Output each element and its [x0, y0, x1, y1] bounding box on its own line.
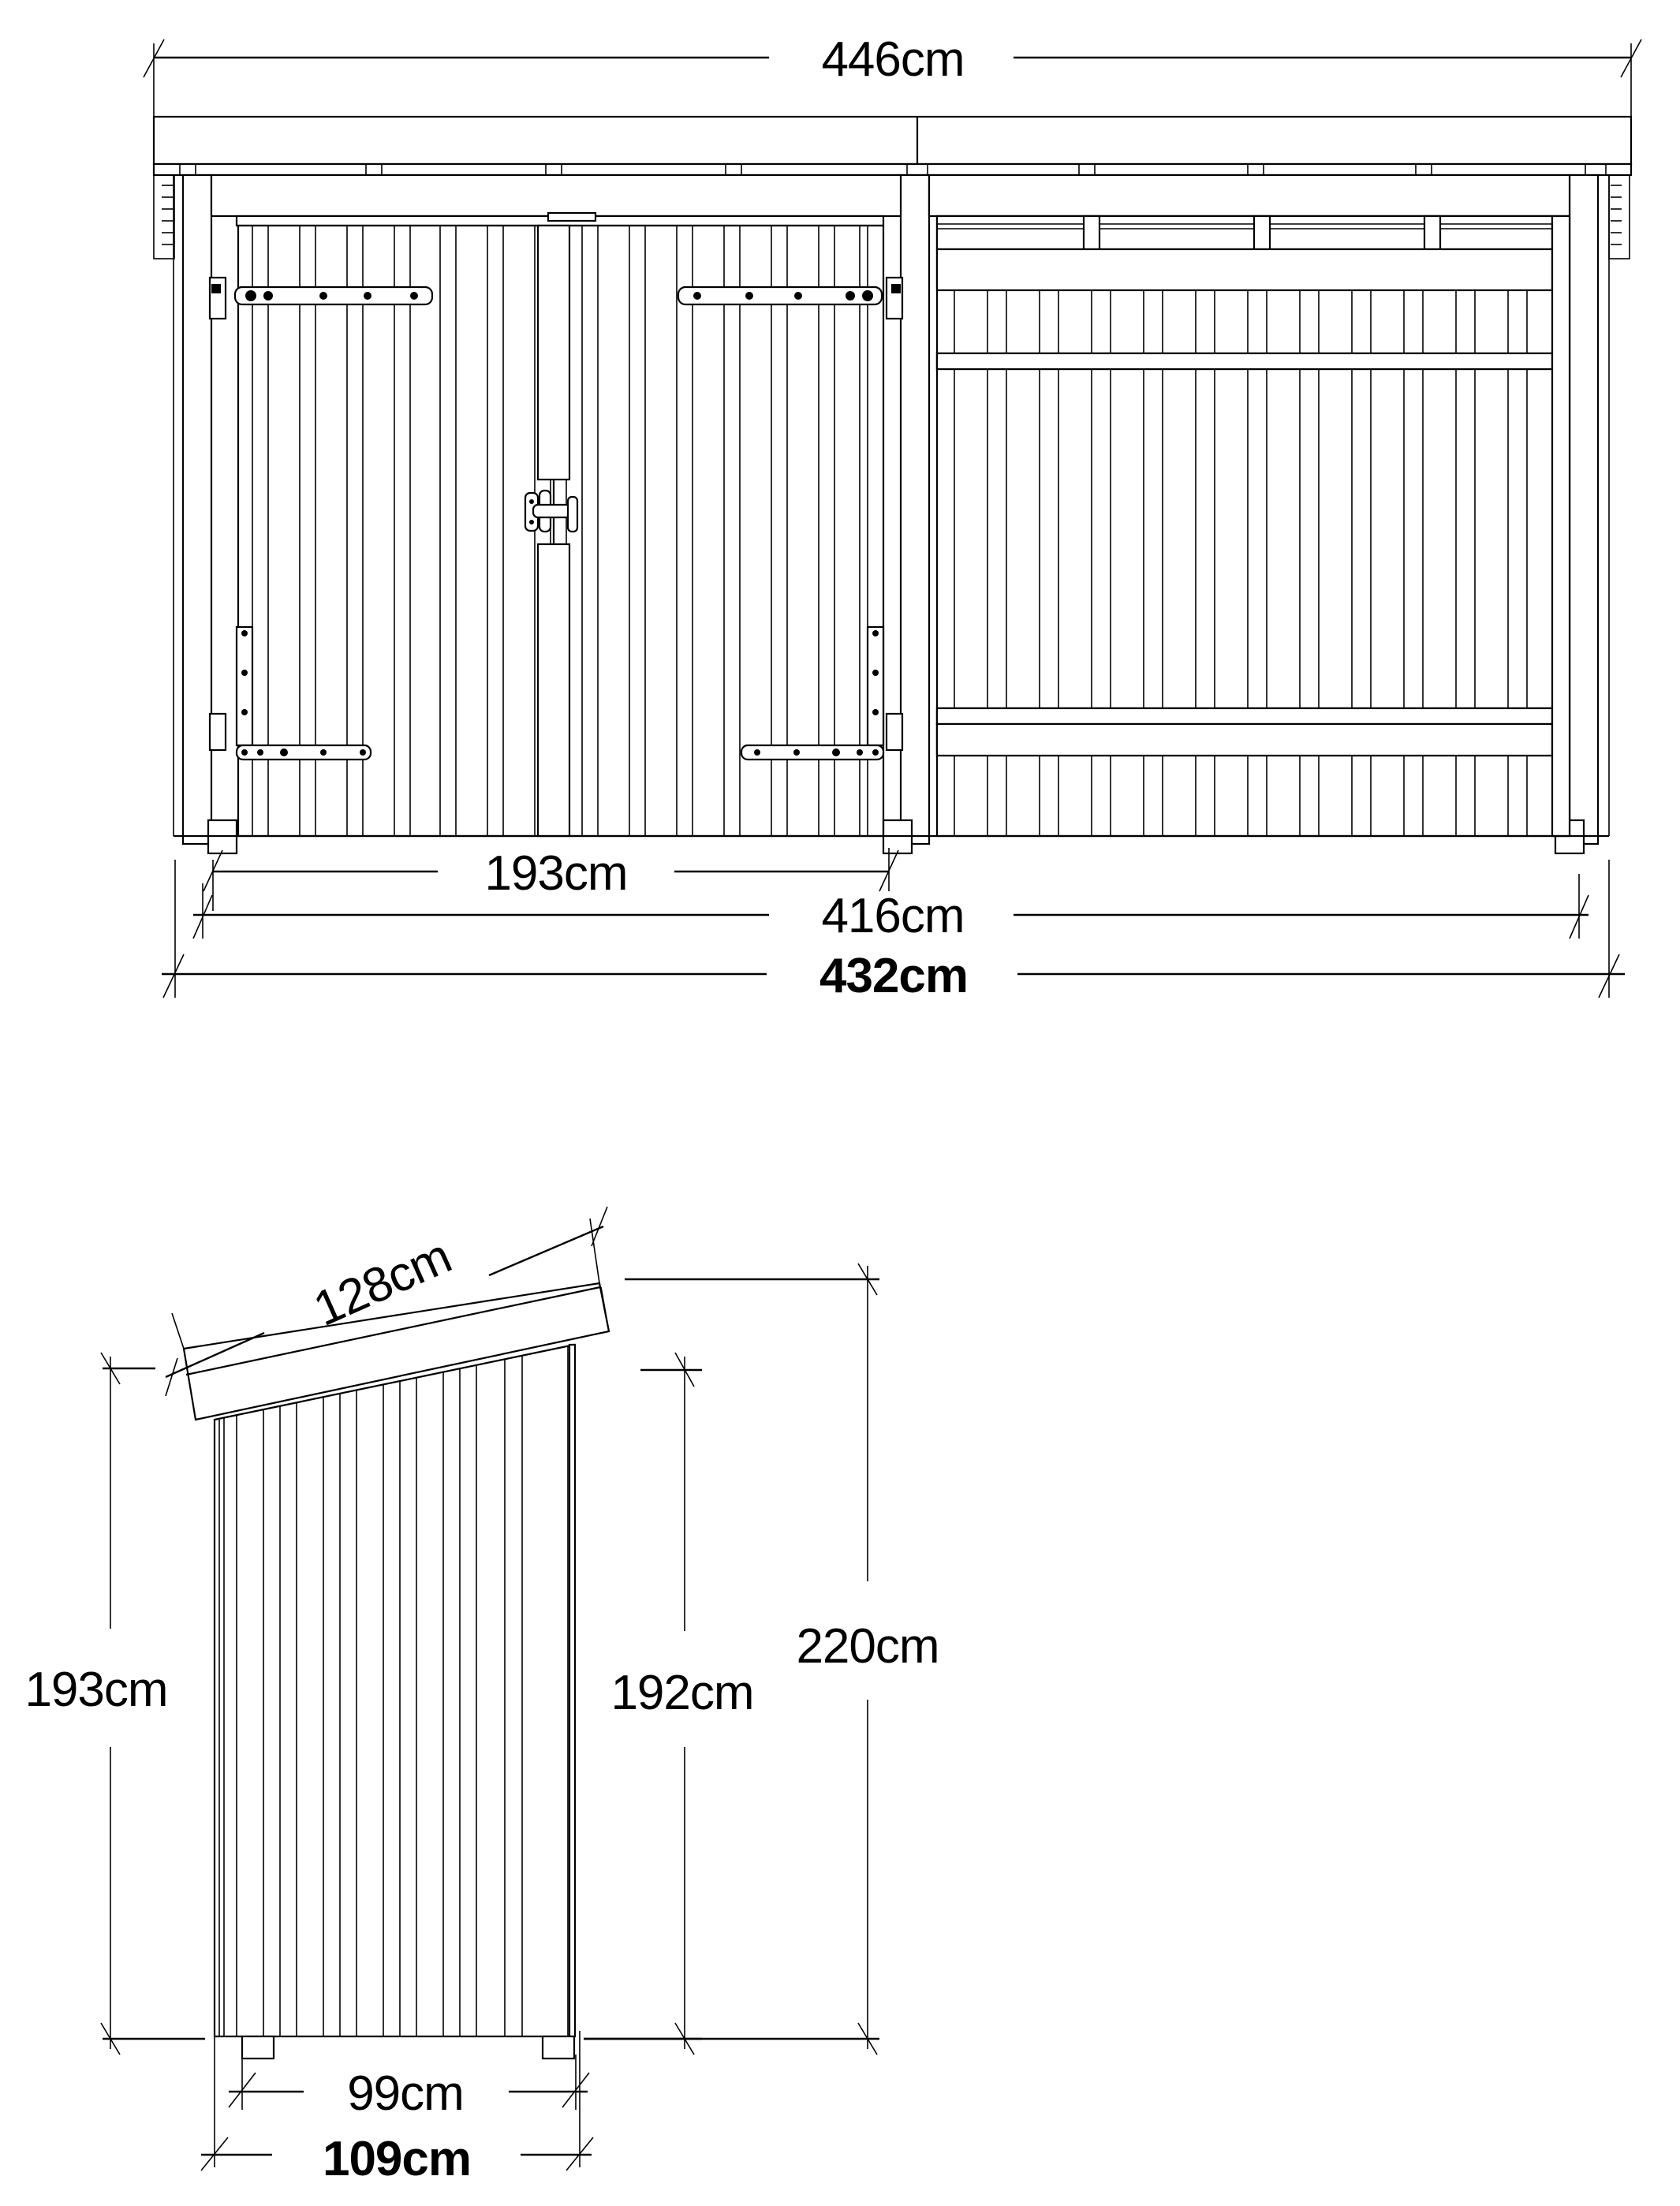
- double-doors: [235, 211, 885, 838]
- label-432cm: 432cm: [819, 949, 969, 1003]
- label-220cm: 220cm: [796, 1619, 939, 1674]
- dim-128: [165, 1206, 608, 1397]
- label-446cm: 446cm: [821, 32, 965, 87]
- label-193cm-side: 193cm: [24, 1663, 168, 1717]
- dim-99: [228, 2055, 590, 2110]
- label-192cm: 192cm: [610, 1666, 754, 1720]
- dim-193-front: [203, 848, 899, 911]
- open-bay-wall: [935, 215, 1571, 838]
- label-193cm-front: 193cm: [484, 846, 628, 901]
- strap-hinge-icon: [208, 276, 904, 761]
- front-view: [143, 39, 1642, 998]
- dim-416: [192, 874, 1589, 939]
- dim-446: [143, 39, 1642, 118]
- dim-432: [162, 860, 1625, 998]
- roof-front: [152, 115, 1633, 259]
- roof-side: [182, 1282, 610, 1421]
- posts: [173, 174, 1610, 855]
- label-416cm: 416cm: [821, 889, 965, 943]
- label-109cm: 109cm: [322, 2132, 472, 2186]
- header-beam-right: [928, 174, 1571, 218]
- header-beam-left: [210, 174, 902, 218]
- dim-193-side: [100, 1352, 205, 2055]
- door-latch-icon: [524, 489, 579, 533]
- side-wall: [213, 1343, 577, 2060]
- side-view: [100, 1206, 879, 2171]
- dim-109: [200, 2031, 594, 2171]
- label-99cm: 99cm: [347, 2066, 465, 2121]
- dim-220: [584, 1263, 879, 2055]
